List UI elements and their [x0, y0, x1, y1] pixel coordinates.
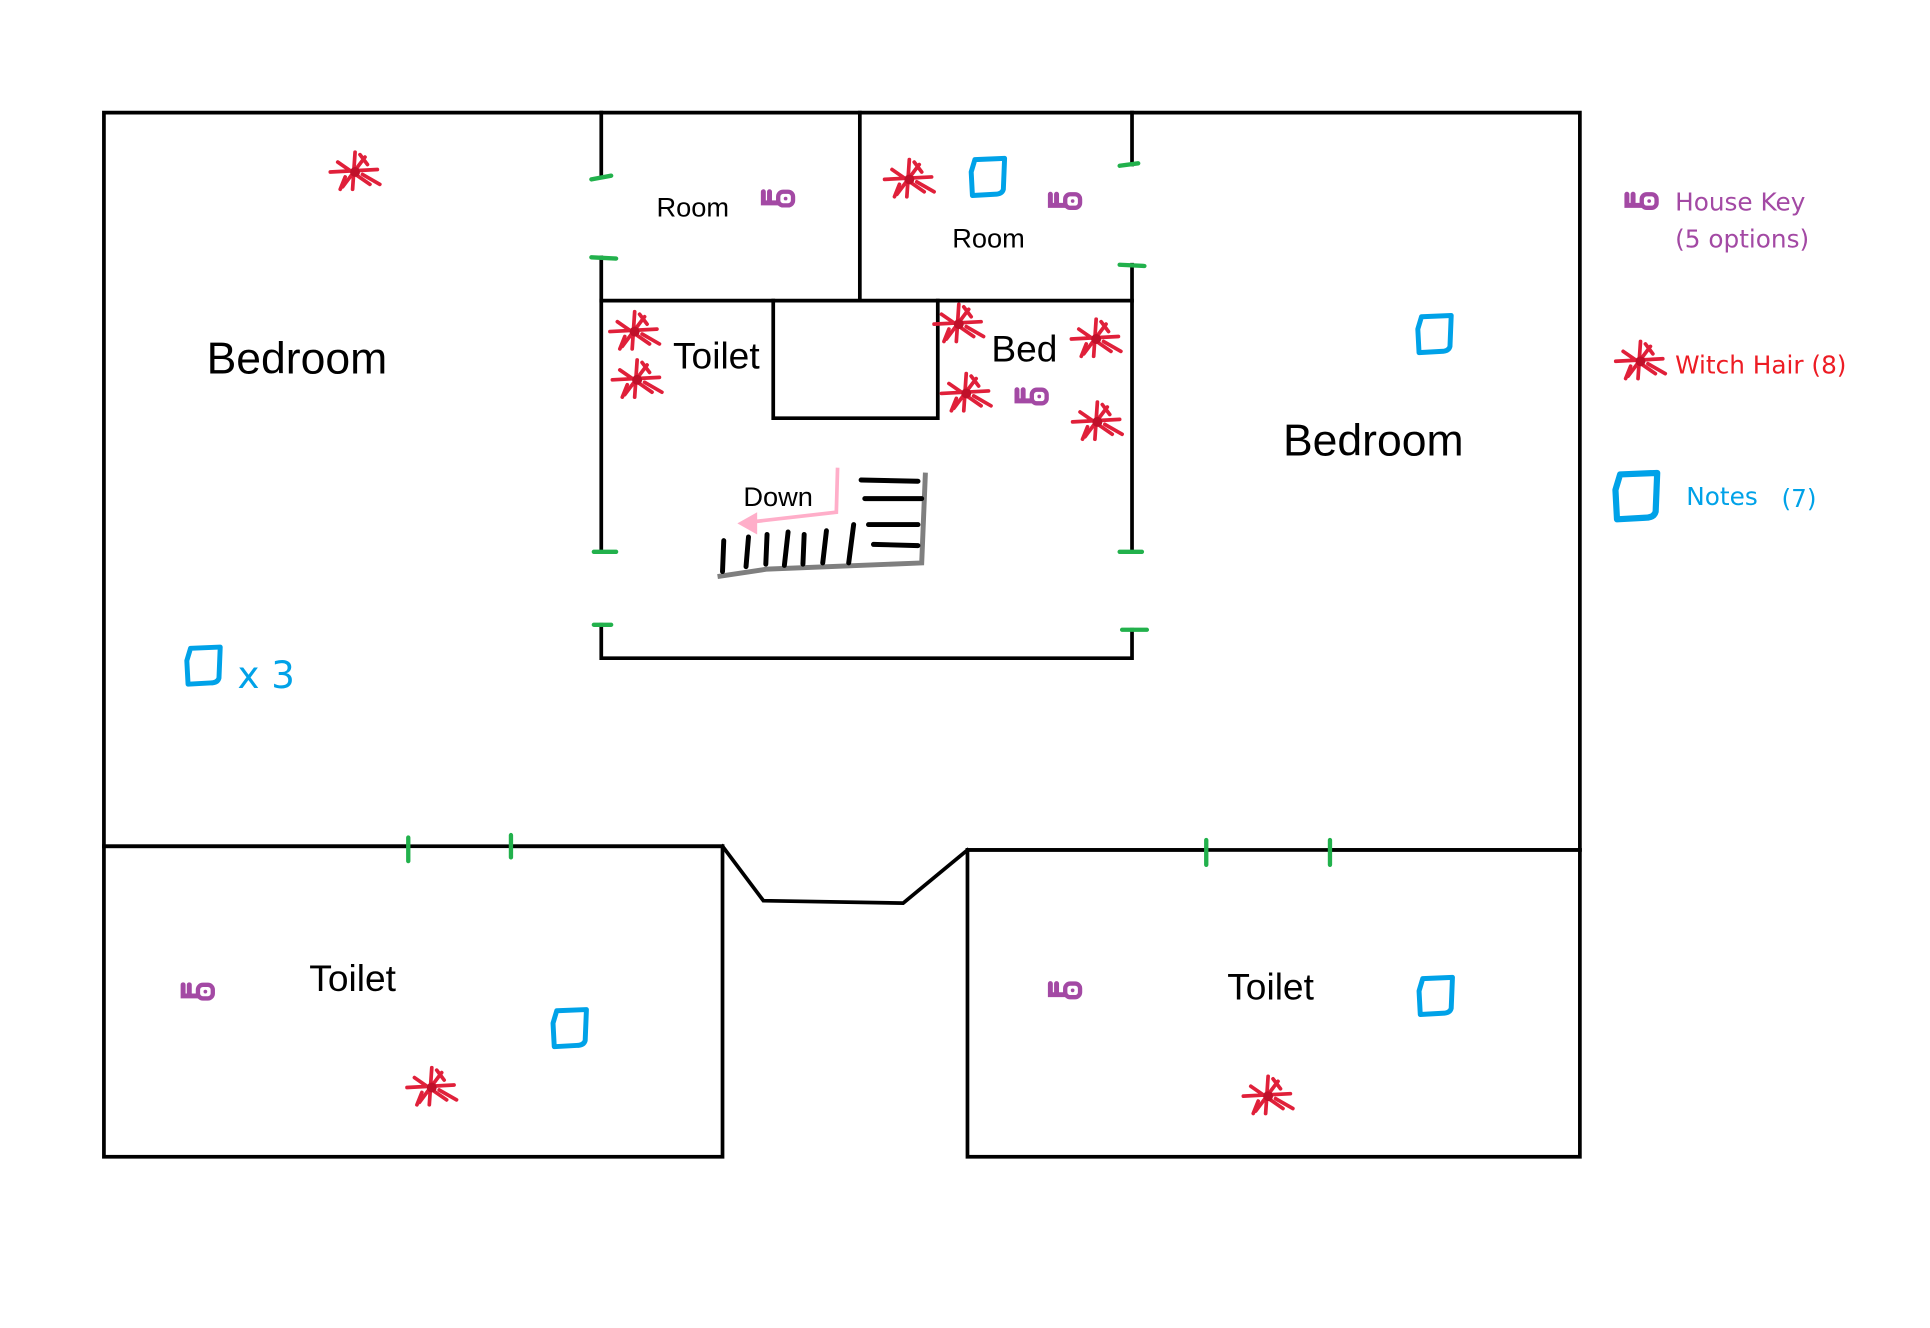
witch-hair-icon — [1613, 339, 1668, 381]
key-markers — [183, 192, 1080, 999]
note-markers: x 3 — [187, 158, 1453, 1046]
legend-witch-hair: Witch Hair (8) — [1675, 351, 1846, 380]
room-label-bedroom-left: Bedroom — [207, 335, 388, 384]
room-label-bedroom-right: Bedroom — [1283, 416, 1464, 465]
key-icon — [1050, 984, 1080, 998]
doors — [406, 161, 1333, 867]
room-label-room-right: Room — [952, 222, 1025, 253]
note-icon — [553, 1010, 586, 1047]
walls — [102, 110, 1582, 1159]
legend-house-key-sub: (5 options) — [1675, 224, 1809, 253]
key-icon — [183, 985, 213, 999]
witch-hair-icon — [1241, 1074, 1295, 1116]
note-icon — [1419, 977, 1452, 1014]
room-label-toilet-center: Toilet — [673, 335, 760, 377]
witch-hair-icon — [608, 309, 662, 351]
room-label-room-left: Room — [657, 192, 730, 223]
room-label-toilet-bottom-left: Toilet — [309, 957, 396, 999]
witch-hair-icon — [939, 371, 993, 413]
witch-hair-icon — [882, 157, 936, 199]
notes-multiplier: x 3 — [238, 654, 295, 697]
key-icon — [763, 192, 793, 206]
staircase: Down — [717, 467, 928, 579]
legend-house-key: House Key — [1675, 187, 1805, 216]
witch-hair-icon — [328, 150, 382, 192]
witch-hair-icon — [405, 1065, 459, 1107]
legend-notes: Notes — [1686, 482, 1757, 511]
witch-hair-icon — [1070, 400, 1124, 442]
arrow-icon — [737, 512, 758, 535]
note-icon — [1418, 315, 1451, 352]
legend-notes-count: (7) — [1782, 484, 1817, 513]
witch-hair-markers — [328, 150, 1295, 1116]
key-icon — [1627, 194, 1657, 208]
note-icon — [1615, 473, 1657, 519]
witch-hair-icon — [932, 302, 986, 344]
key-icon — [1050, 194, 1080, 208]
note-icon — [971, 158, 1004, 195]
stairs-label: Down — [743, 481, 813, 512]
witch-hair-icon — [610, 358, 664, 399]
witch-hair-icon — [1069, 317, 1123, 359]
room-label-bed: Bed — [991, 327, 1057, 369]
key-icon — [1017, 390, 1047, 404]
legend: House Key (5 options) Witch Hair (8) Not… — [1615, 187, 1846, 519]
note-icon — [187, 647, 220, 684]
room-label-toilet-bottom-right: Toilet — [1227, 966, 1314, 1008]
